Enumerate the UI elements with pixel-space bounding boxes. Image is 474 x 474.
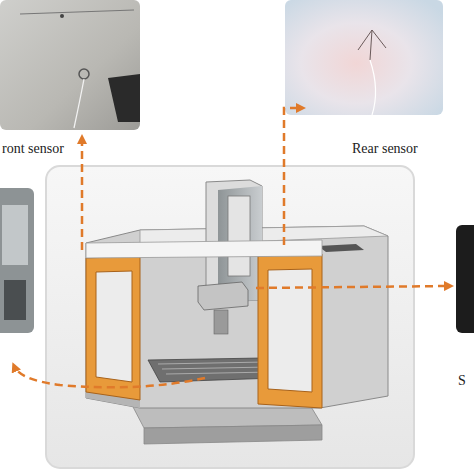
photo-caption: ront sensor (2, 141, 64, 156)
photo-caption: S (458, 373, 466, 388)
photo-caption: Rear sensor (352, 141, 418, 156)
